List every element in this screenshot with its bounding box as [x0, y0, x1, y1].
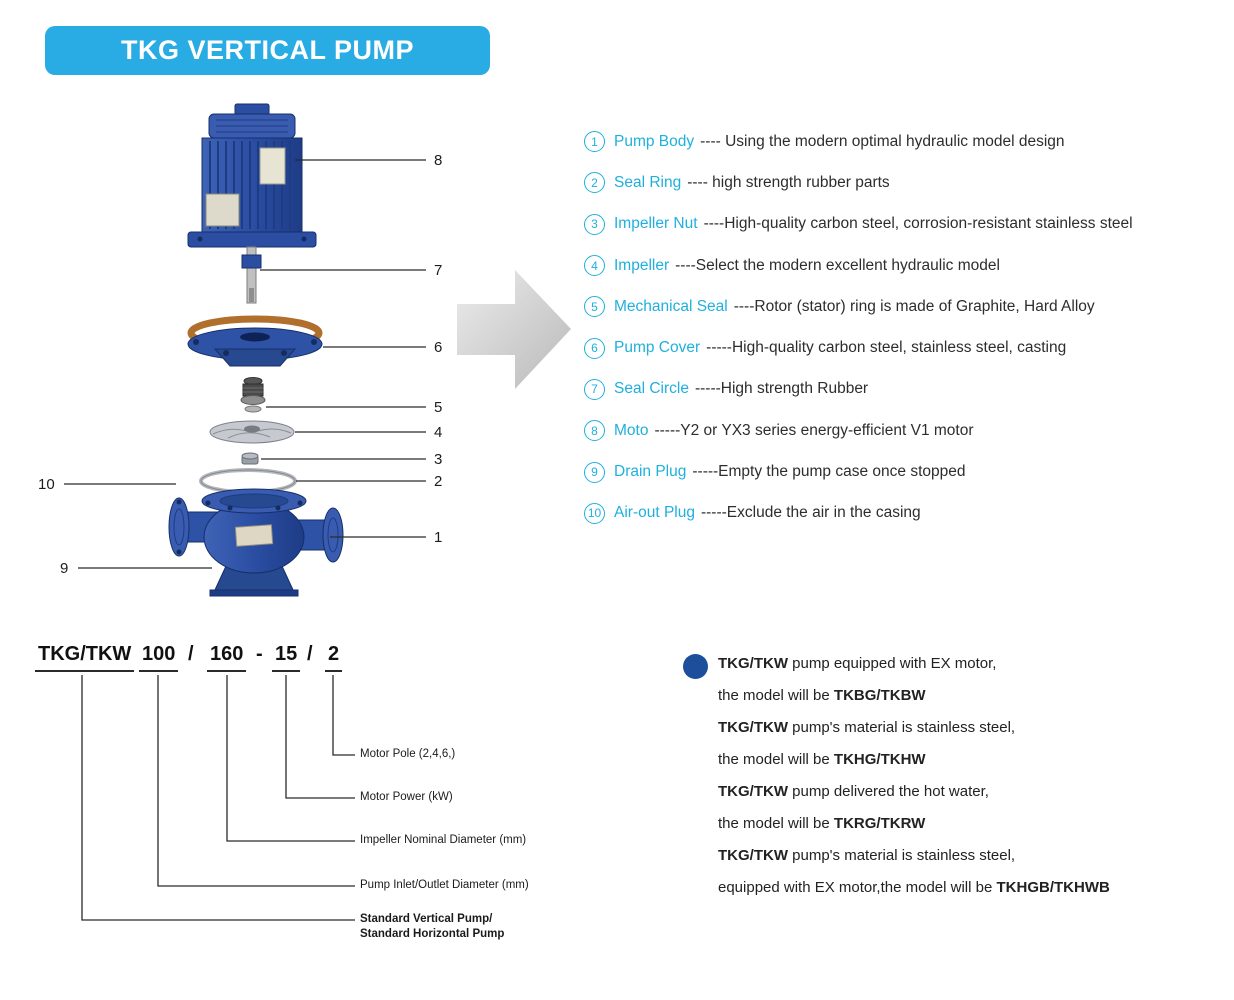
parts-list-item: 7 Seal Circle -----High strength Rubber: [584, 369, 1133, 410]
item-number-badge: 2: [584, 172, 605, 194]
model-separator: -: [256, 643, 263, 665]
note-line: TKG/TKW pump's material is stainless ste…: [718, 719, 1016, 736]
model-separator: /: [307, 643, 313, 665]
pump-nameplate: [234, 524, 274, 547]
motor-illustration: [187, 103, 317, 248]
note-line: TKG/TKW pump's material is stainless ste…: [718, 847, 1016, 864]
impeller-nut-illustration: [241, 452, 259, 465]
parts-list: 1 Pump Body ---- Using the modern optima…: [584, 121, 1133, 534]
pump-exploded-diagram: 8 7 6 5 4 3 2 1 10 9: [38, 103, 442, 597]
part-name: Pump Cover: [614, 339, 701, 357]
part-name: Seal Circle: [614, 380, 689, 398]
item-number-badge: 9: [584, 461, 605, 483]
item-number-badge: 8: [584, 420, 605, 442]
callout-number: 7: [434, 262, 442, 279]
parts-list-item: 4 Impeller ----Select the modern excelle…: [584, 245, 1133, 286]
item-number-badge: 1: [584, 131, 605, 153]
callout-number: 10: [38, 476, 55, 493]
parts-list-item: 3 Impeller Nut ----High-quality carbon s…: [584, 204, 1133, 245]
callout-numbers: 8 7 6 5 4 3 2 1 10 9: [38, 152, 442, 577]
model-label-inlet-outlet: Pump Inlet/Outlet Diameter (mm): [360, 879, 529, 891]
model-segment-3: 15: [272, 643, 301, 672]
part-name: Impeller: [614, 256, 670, 274]
page-title: TKG VERTICAL PUMP: [120, 35, 414, 65]
callout-lines: [64, 159, 426, 569]
mechanical-seal-illustration: [240, 377, 266, 413]
model-prefix: TKG/TKW: [35, 643, 135, 672]
item-number-badge: 7: [584, 378, 605, 400]
callout-number: 8: [434, 152, 442, 169]
model-label-motor-power: Motor Power (kW): [360, 791, 453, 803]
item-number-badge: 3: [584, 213, 605, 235]
note-bullet-icon: [683, 654, 708, 679]
part-description: ---- high strength rubber parts: [687, 173, 890, 191]
note-line: equipped with EX motor,the model will be…: [718, 879, 1110, 896]
parts-list-item: 9 Drain Plug -----Empty the pump case on…: [584, 451, 1133, 492]
callout-number: 4: [434, 424, 442, 441]
motor-junction-box: [205, 193, 240, 227]
note-line: the model will be TKRG/TKRW: [718, 815, 926, 832]
callout-number: 9: [60, 560, 68, 577]
callout-number: 6: [434, 339, 442, 356]
part-description: ----Select the modern excellent hydrauli…: [675, 256, 1000, 274]
note-line: TKG/TKW pump delivered the hot water,: [718, 783, 989, 800]
part-name: Impeller Nut: [614, 215, 698, 233]
part-description: -----High-quality carbon steel, stainles…: [706, 339, 1067, 357]
item-number-badge: 6: [584, 337, 605, 359]
model-code-section: TKG/TKW 100 / 160 - 15 / 2 Motor Pole (2…: [35, 643, 655, 973]
part-description: ----Rotor (stator) ring is made of Graph…: [733, 297, 1095, 315]
parts-list-item: 10 Air-out Plug -----Exclude the air in …: [584, 493, 1133, 534]
part-description: -----Exclude the air in the casing: [700, 504, 921, 522]
item-number-badge: 4: [584, 255, 605, 277]
parts-list-item: 6 Pump Cover -----High-quality carbon st…: [584, 327, 1133, 368]
parts-list-item: 1 Pump Body ---- Using the modern optima…: [584, 121, 1133, 162]
title-banner: TKG VERTICAL PUMP: [45, 26, 490, 75]
parts-list-item: 5 Mechanical Seal ----Rotor (stator) rin…: [584, 286, 1133, 327]
model-label-standard-horizontal: Standard Horizontal Pump: [360, 928, 505, 940]
parts-list-item: 8 Moto -----Y2 or YX3 series energy-effi…: [584, 410, 1133, 451]
right-arrow-icon: [457, 270, 571, 389]
part-name: Pump Body: [614, 132, 695, 150]
parts-list-item: 2 Seal Ring ---- high strength rubber pa…: [584, 162, 1133, 203]
motor-nameplate: [259, 147, 286, 185]
pump-body-illustration: [168, 488, 344, 597]
model-segment-2: 160: [207, 643, 247, 672]
callout-number: 2: [434, 473, 442, 490]
pump-cover-illustration: [187, 315, 323, 367]
part-description: -----Y2 or YX3 series energy-efficient V…: [654, 421, 974, 439]
shaft-illustration: [241, 246, 262, 304]
part-name: Mechanical Seal: [614, 297, 728, 315]
model-label-standard-vertical: Standard Vertical Pump/: [360, 913, 493, 925]
part-description: -----High strength Rubber: [694, 380, 869, 398]
notes-section: TKG/TKW pump equipped with EX motor, the…: [680, 648, 1110, 904]
callout-number: 5: [434, 399, 442, 416]
model-segment-4: 2: [325, 643, 343, 672]
model-label-motor-pole: Motor Pole (2,4,6,): [360, 748, 456, 760]
note-line: the model will be TKHG/TKHW: [718, 751, 926, 768]
model-label-impeller-diameter: Impeller Nominal Diameter (mm): [360, 834, 527, 846]
callout-number: 3: [434, 451, 442, 468]
model-separator: /: [188, 643, 194, 665]
item-number-badge: 5: [584, 296, 605, 318]
part-name: Seal Ring: [614, 173, 682, 191]
part-name: Drain Plug: [614, 463, 687, 481]
part-name: Air-out Plug: [614, 504, 695, 522]
model-connector-lines: [81, 675, 355, 921]
callout-number: 1: [434, 529, 442, 546]
model-segment-1: 100: [139, 643, 179, 672]
note-line: the model will be TKBG/TKBW: [718, 687, 926, 704]
part-description: ----High-quality carbon steel, corrosion…: [703, 215, 1133, 233]
part-description: -----Empty the pump case once stopped: [692, 463, 966, 481]
item-number-badge: 10: [584, 502, 605, 524]
note-line: TKG/TKW pump equipped with EX motor,: [718, 655, 997, 672]
part-description: ---- Using the modern optimal hydraulic …: [700, 132, 1065, 150]
part-name: Moto: [614, 421, 649, 439]
impeller-illustration: [209, 420, 295, 444]
